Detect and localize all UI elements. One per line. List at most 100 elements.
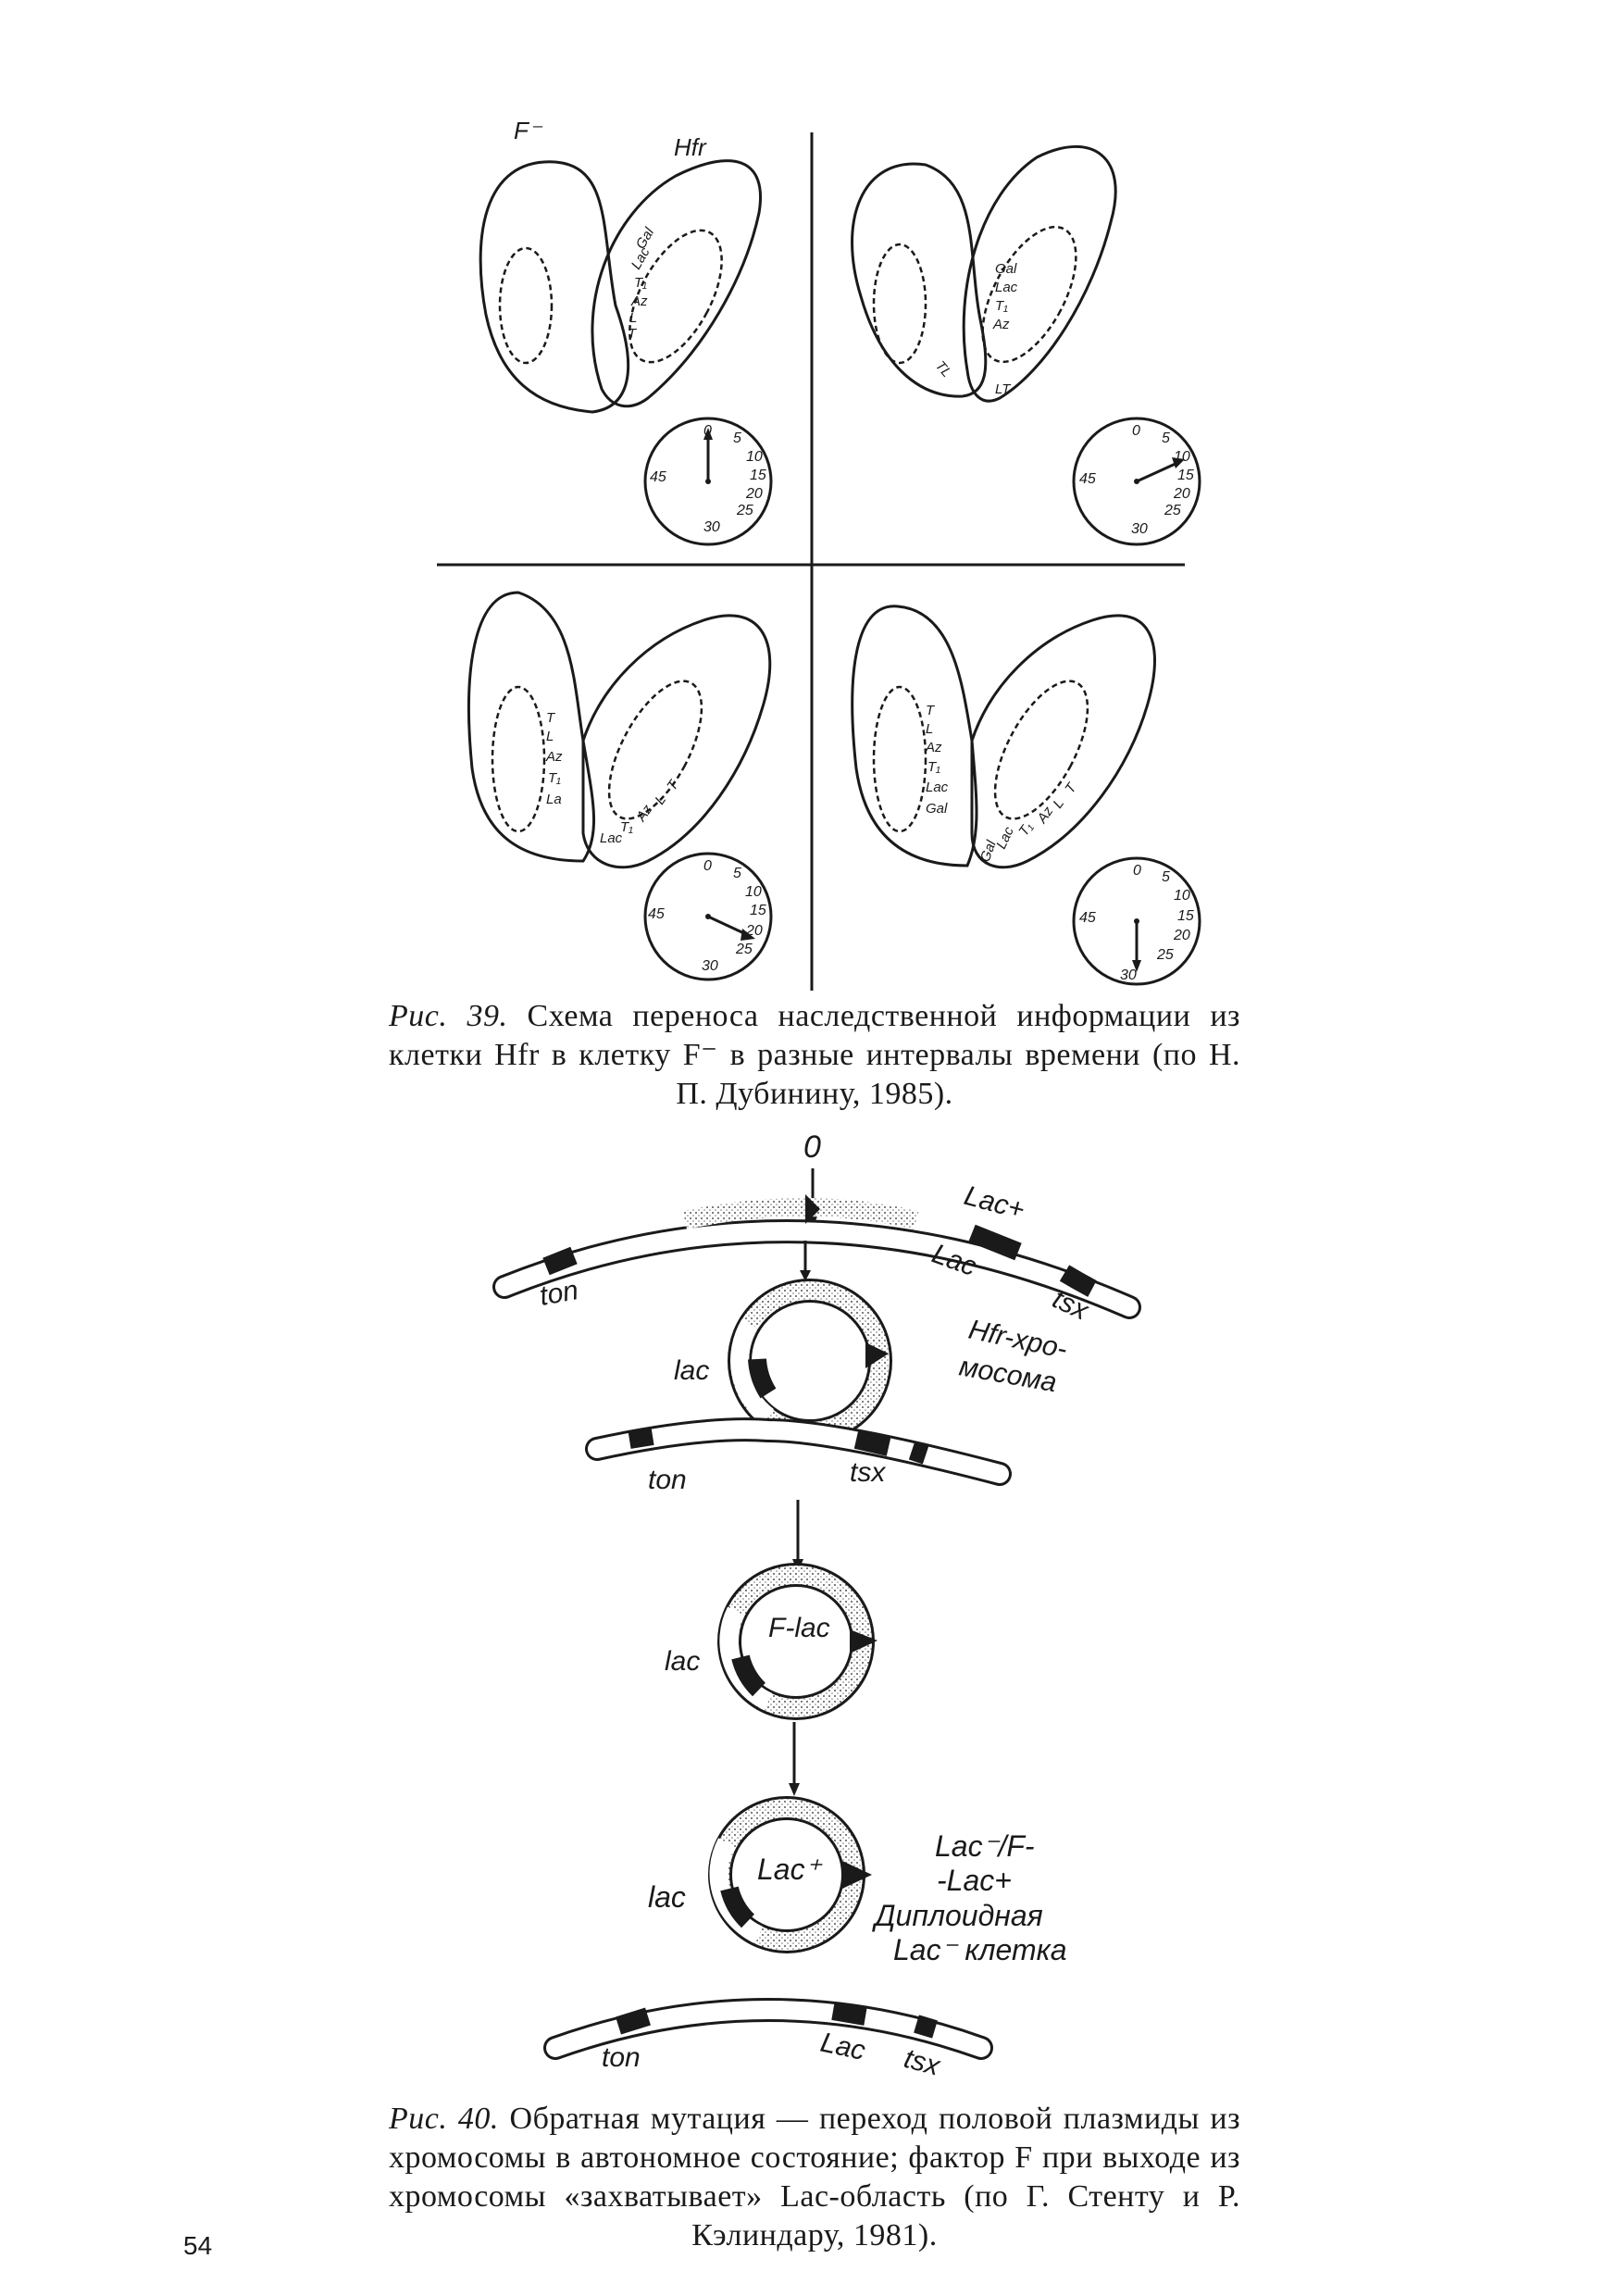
genotype-label-1: Lac⁻/F- [935, 1829, 1035, 1863]
bottom-tsx-label: tsx [901, 2043, 944, 2082]
recipient-chromosome [872, 243, 927, 365]
gene-label: L [926, 721, 933, 737]
clock-tick-label: 15 [1177, 908, 1194, 924]
gene-label: Lac [926, 780, 949, 795]
figure-40: 0 ton Lac+ Lac tsx Hfr-хро- мосома lac t… [492, 1129, 1141, 2082]
donor-cell-label: Hfr [674, 133, 707, 161]
bottom-lac-label: Lac [818, 2028, 868, 2066]
clock-tick-label: 15 [1177, 468, 1194, 483]
diploid-label-1: Диплоидная [872, 1899, 1043, 1932]
clock-tick-label: 30 [703, 519, 720, 535]
gene-label: L [546, 729, 554, 744]
clock-tick-label: 25 [736, 503, 753, 518]
genotype-label-2: -Lac+ [937, 1864, 1012, 1897]
donor-chromosome [993, 680, 1089, 820]
clock-tick-label: 30 [702, 958, 718, 974]
clock: 0 5 10 15 20 25 30 45 [643, 417, 773, 546]
ton-label: ton [537, 1275, 580, 1312]
clock: 0 5 10 15 20 25 30 45 [1072, 417, 1201, 546]
gene-label: Az [1034, 804, 1057, 827]
clock-tick-label: 5 [1162, 869, 1170, 885]
figure-39: F⁻ Hfr Gal Lac T₁ Az L T 0 5 10 15 20 25… [437, 117, 1201, 991]
clock: 0 5 10 15 20 25 30 45 [1072, 856, 1201, 986]
gene-label: Gal [633, 225, 658, 252]
clock-tick-label: 15 [750, 903, 766, 918]
clock-tick-label: 45 [1079, 910, 1096, 926]
donor-cell [581, 614, 772, 869]
clock-tick-label: 0 [703, 858, 712, 874]
clock-tick-label: 20 [745, 486, 763, 502]
panel-top-left: Gal Lac T₁ Az L T 0 5 10 15 20 25 30 45 [479, 159, 773, 546]
clock-tick-label: 15 [750, 468, 766, 483]
donor-chromosome [607, 680, 703, 820]
gene-label: T [1062, 780, 1080, 797]
clock-tick-label: 10 [746, 449, 763, 465]
clock-tick-label: 45 [1079, 471, 1096, 487]
loop-lac-label: lac [674, 1355, 709, 1386]
gene-label: T₁ [634, 275, 647, 291]
gene-label: LT [995, 381, 1012, 397]
bottom-ton-label: ton [602, 2042, 641, 2073]
gene-label: Lac [995, 280, 1018, 295]
gene-label: Gal [926, 801, 948, 817]
plasmid-lac-label: lac [665, 1646, 700, 1677]
clock-tick-label: 0 [1132, 423, 1140, 439]
figure-39-caption-label: Рис. 39. [389, 999, 508, 1033]
donor-chromosome [981, 225, 1077, 364]
gene-label: T [546, 710, 556, 726]
gene-label: Lac [629, 244, 653, 272]
gene-label: La [546, 792, 562, 807]
page-number: 54 [183, 2231, 213, 2260]
loop-tsx-label: tsx [850, 1457, 886, 1488]
loop-ton-label: ton [648, 1465, 687, 1495]
lac-plus-label: Lac+ [961, 1180, 1027, 1226]
gene-label: L [629, 310, 637, 326]
clock-tick-label: 20 [1173, 928, 1190, 943]
gene-label: T₁ [995, 298, 1008, 314]
clock-tick-label: 5 [733, 430, 741, 446]
clock-tick-label: 0 [1133, 863, 1141, 879]
recipient-cell [851, 605, 978, 867]
donor-chromosome [629, 229, 723, 364]
clock-tick-label: 25 [1164, 503, 1181, 518]
recipient-chromosome [491, 685, 546, 833]
clock: 0 5 10 15 20 25 30 45 [643, 852, 773, 981]
gene-label: Lac [600, 830, 623, 846]
clock-tick-label: 5 [1162, 430, 1170, 446]
clock-tick-label: 10 [745, 884, 762, 900]
lac-plus-center-label: Lac⁺ [757, 1853, 823, 1886]
gene-label: T₁ [620, 819, 633, 835]
gene-label: Az [925, 740, 942, 755]
gene-label: T₁ [927, 759, 940, 775]
clock-tick-label: 0 [703, 423, 712, 439]
panel-bottom-right: T L Az T₁ Lac Gal T L Az T₁ Lac Gal 0 5 … [851, 605, 1201, 986]
recipient-chromosome [498, 246, 554, 365]
gene-label: Az [630, 293, 648, 309]
clock-tick-label: 10 [1174, 888, 1190, 904]
recipient-cell-label: F⁻ [514, 117, 543, 144]
clock-tick-label: 30 [1120, 967, 1137, 983]
gene-label: T₁ [1015, 819, 1036, 839]
clock-tick-label: 30 [1131, 521, 1148, 537]
figure-39-caption: Рис. 39. Схема переноса наследственной и… [389, 997, 1240, 1114]
gene-label: T [628, 326, 638, 342]
diploid-label-2: Lac⁻ клетка [893, 1933, 1067, 1966]
donor-cell [591, 159, 762, 408]
f-lac-label: F-lac [768, 1613, 830, 1643]
clock-tick-label: 20 [745, 923, 763, 939]
clock-tick-label: 10 [1174, 449, 1190, 465]
panel-bottom-left: T L Az T₁ La T L Az T₁ Lac 0 5 10 15 20 … [467, 591, 773, 981]
gene-label: Az [633, 802, 656, 825]
loop-stage [585, 1279, 1012, 1486]
final-lac-label: lac [648, 1880, 686, 1914]
top-chromosome [492, 1194, 1141, 1319]
figure-40-caption-label: Рис. 40. [389, 2102, 499, 2136]
origin-label: 0 [803, 1129, 821, 1165]
donor-cell [962, 145, 1117, 403]
clock-tick-label: 45 [648, 906, 665, 922]
clock-tick-label: 5 [733, 866, 741, 881]
clock-tick-label: 20 [1173, 486, 1190, 502]
figure-40-caption-text: Обратная мутация — переход половой плазм… [389, 2102, 1241, 2252]
gene-label: Gal [995, 261, 1017, 277]
clock-tick-label: 45 [650, 469, 666, 485]
